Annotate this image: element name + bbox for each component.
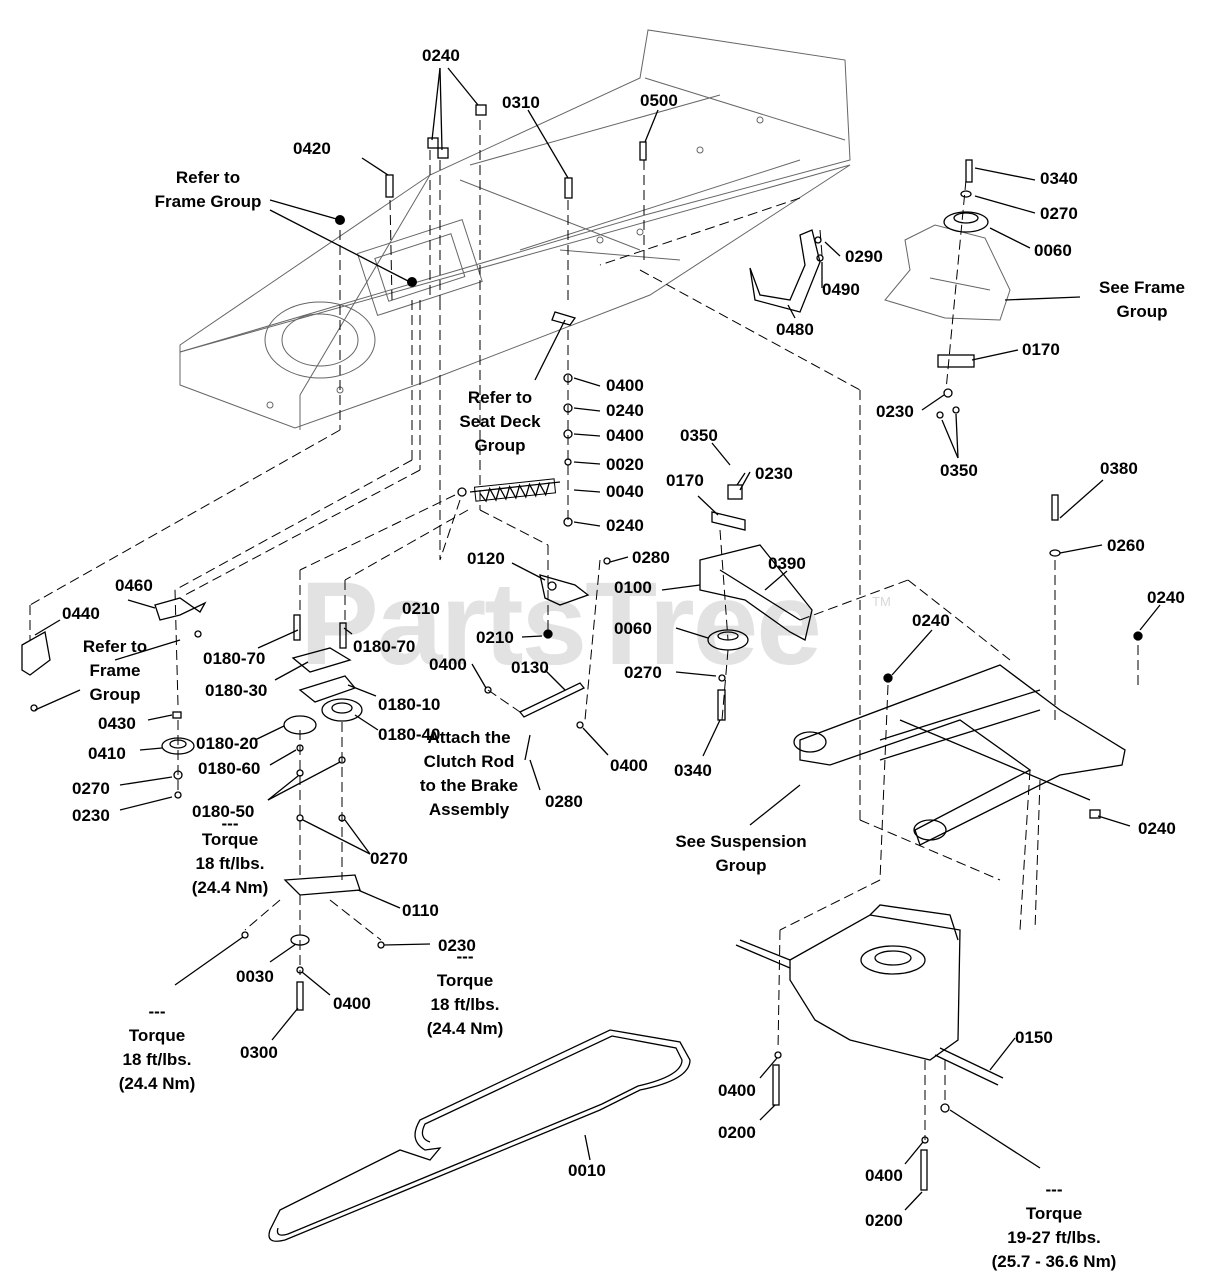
callout-0300: 0300: [240, 1043, 278, 1062]
center-hardware-column: [457, 311, 577, 527]
callout-0350: 0350: [680, 426, 718, 445]
note-torque-dash-0180-50: ---: [221, 814, 239, 833]
callout-0460: 0460: [115, 576, 153, 595]
callout-0430: 0430: [98, 714, 136, 733]
callout-0270: 0270: [1040, 204, 1078, 223]
callout-0410: 0410: [88, 744, 126, 763]
callout-0030: 0030: [236, 967, 274, 986]
callout-0400: 0400: [610, 756, 648, 775]
transaxle-0150: [735, 904, 1004, 1191]
suspension-frame: [793, 494, 1143, 846]
callout-0180-60: 0180-60: [198, 759, 261, 778]
callout-0180-20: 0180-20: [196, 734, 259, 753]
callout-0280: 0280: [632, 548, 670, 567]
idler-bracket-0100: [699, 484, 813, 721]
callout-0480: 0480: [776, 320, 814, 339]
callout-0130: 0130: [511, 658, 549, 677]
callout-0180-10: 0180-10: [378, 695, 441, 714]
callout-0230: 0230: [72, 806, 110, 825]
callout-0400: 0400: [429, 655, 467, 674]
callout-0230: 0230: [755, 464, 793, 483]
watermark-trademark: TM: [872, 594, 891, 609]
drive-belt-0010: [268, 1029, 691, 1242]
callout-0390: 0390: [768, 554, 806, 573]
callout-0400: 0400: [865, 1166, 903, 1185]
callout-0040: 0040: [606, 482, 644, 501]
callout-0400: 0400: [718, 1081, 756, 1100]
watermark: PartsTree: [300, 558, 822, 690]
callout-0110: 0110: [402, 901, 439, 920]
callout-0240: 0240: [1147, 588, 1185, 607]
callout-0310: 0310: [502, 93, 540, 112]
callout-0060: 0060: [1034, 241, 1072, 260]
callout-0400: 0400: [606, 376, 644, 395]
callout-0180-40: 0180-40: [378, 725, 441, 744]
callout-0240: 0240: [606, 401, 644, 420]
callout-0290: 0290: [845, 247, 883, 266]
callout-0490: 0490: [822, 280, 860, 299]
callout-0400: 0400: [606, 426, 644, 445]
callout-0440: 0440: [62, 604, 100, 623]
right-idler-hardware: [936, 159, 989, 419]
callout-0200: 0200: [718, 1123, 756, 1142]
brake-linkage: [484, 557, 611, 761]
callout-0210: 0210: [476, 628, 514, 647]
callout-0060: 0060: [614, 619, 652, 638]
callout-0230: 0230: [876, 402, 914, 421]
callout-0240: 0240: [606, 516, 644, 535]
callout-0280: 0280: [545, 792, 583, 811]
callout-0270: 0270: [624, 663, 662, 682]
callout-0340: 0340: [674, 761, 712, 780]
callout-0180-70: 0180-70: [203, 649, 266, 668]
callout-0260: 0260: [1107, 536, 1145, 555]
callout-0270: 0270: [370, 849, 408, 868]
callout-0100: 0100: [614, 578, 652, 597]
dashed-guides: [29, 120, 1139, 1140]
callout-0240: 0240: [912, 611, 950, 630]
callout-0240: 0240: [422, 46, 460, 65]
callout-0180-50: 0180-50: [192, 802, 255, 821]
wire-bracket-0480: [749, 229, 824, 313]
callout-0350: 0350: [940, 461, 978, 480]
callout-0120: 0120: [467, 549, 505, 568]
right-frame-bracket: [884, 224, 1011, 321]
callout-0180-70: 0180-70: [353, 637, 416, 656]
callout-0380: 0380: [1100, 459, 1138, 478]
callout-0200: 0200: [865, 1211, 903, 1230]
callout-0170: 0170: [1022, 340, 1060, 359]
callout-0170: 0170: [666, 471, 704, 490]
callout-0270: 0270: [72, 779, 110, 798]
callout-0400: 0400: [333, 994, 371, 1013]
leader-lines: [34, 67, 1161, 1211]
callout-0340: 0340: [1040, 169, 1078, 188]
main-frame: [179, 29, 851, 430]
callout-0240: 0240: [1138, 819, 1176, 838]
callout-0230: 0230: [438, 936, 476, 955]
frame-hardware: [335, 104, 647, 287]
callout-0210: 0210: [402, 599, 440, 618]
callout-0150: 0150: [1015, 1028, 1053, 1047]
callout-0010: 0010: [568, 1161, 606, 1180]
callout-0020: 0020: [606, 455, 644, 474]
callout-0500: 0500: [640, 91, 678, 110]
callout-0180-30: 0180-30: [205, 681, 268, 700]
callout-0420: 0420: [293, 139, 331, 158]
